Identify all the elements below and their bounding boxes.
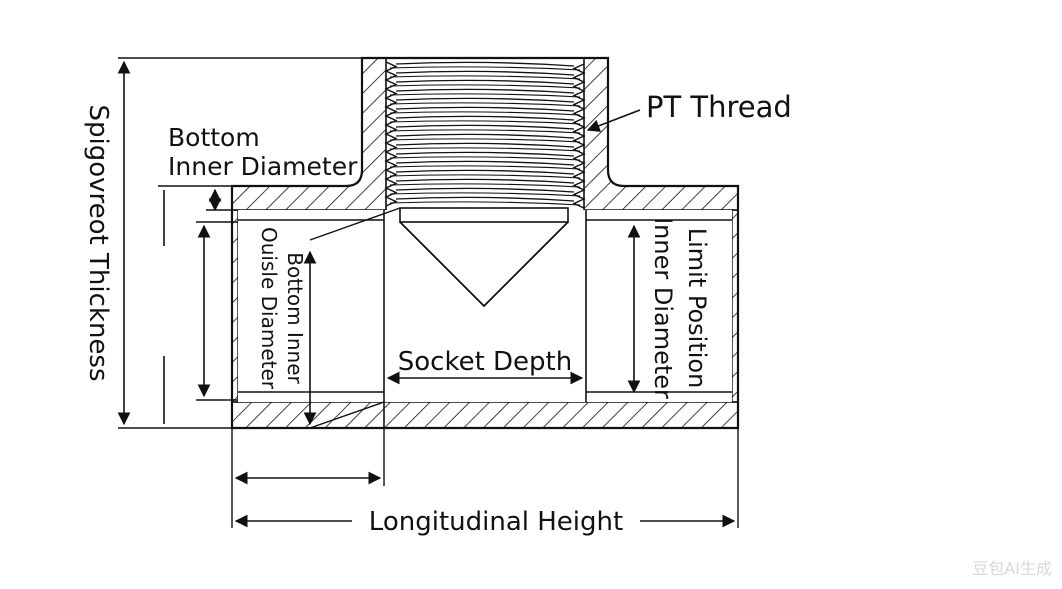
bottom-wall bbox=[231, 401, 739, 429]
left-end-wall bbox=[231, 209, 239, 403]
longitudinal-height-label: Longitudinal Height bbox=[369, 507, 623, 537]
bottom-inner-diameter-label-2: Inner Diameter bbox=[168, 152, 358, 181]
bottom-inner-outside-label-1: Bottom Inner bbox=[283, 252, 307, 384]
bottom-inner-diameter-label-1: Bottom bbox=[168, 123, 260, 152]
right-end-wall bbox=[731, 209, 739, 403]
socket-depth-label: Socket Depth bbox=[398, 347, 572, 377]
watermark: 豆包AI生成 bbox=[972, 559, 1052, 578]
bottom-inner-outside-label-2: Ouisle Diameter bbox=[257, 227, 281, 390]
top-right-wall bbox=[583, 57, 739, 211]
limit-position-label-1: Limit Position bbox=[683, 228, 711, 389]
spigot-thickness-label: Spigovreot Thickness bbox=[83, 104, 113, 381]
limit-position-label-2: Inner Diameter bbox=[649, 217, 677, 399]
pt-thread-label: PT Thread bbox=[646, 90, 792, 124]
drill-cone bbox=[399, 221, 569, 308]
pt-thread-teeth bbox=[384, 61, 586, 209]
